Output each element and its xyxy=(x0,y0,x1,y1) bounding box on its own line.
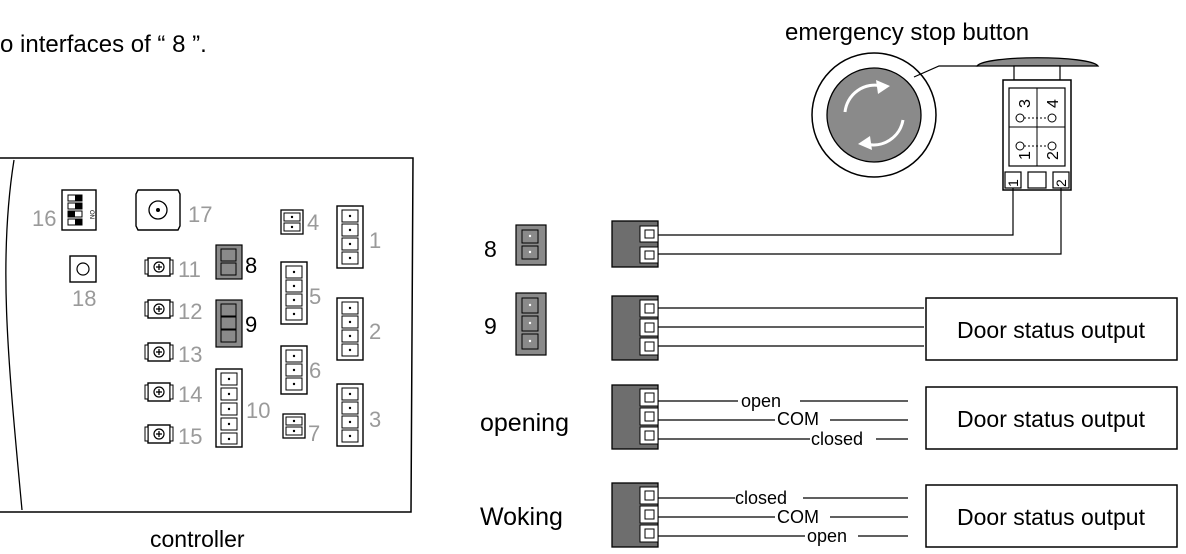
estop-terminal-1: 1 xyxy=(1005,179,1021,187)
pot-15 xyxy=(144,424,174,444)
component-number-3: 3 xyxy=(369,407,381,432)
connector-10 xyxy=(215,368,243,448)
connector-8 xyxy=(215,244,243,280)
woking-terminal-block xyxy=(611,482,659,548)
connector-3 xyxy=(336,383,364,447)
row8-connector xyxy=(515,224,547,266)
component-number-8: 8 xyxy=(245,253,257,278)
row-label-9: 9 xyxy=(484,313,497,339)
component-number-15: 15 xyxy=(178,424,202,449)
component-number-18: 18 xyxy=(72,286,96,311)
intro-text: o interfaces of “ 8 ”. xyxy=(0,31,207,58)
row-label-woking: Woking xyxy=(480,503,563,531)
row9-connector xyxy=(515,292,547,356)
component-number-14: 14 xyxy=(178,382,202,407)
estop-front-view xyxy=(811,52,978,178)
component-number-6: 6 xyxy=(309,358,321,383)
woking-wire-open-label: open xyxy=(807,526,847,546)
opening-terminal-block xyxy=(611,384,659,450)
row9-terminal-block xyxy=(611,295,659,361)
row8-wire-2 xyxy=(658,188,1062,255)
component-number-1: 1 xyxy=(369,228,381,253)
component-number-5: 5 xyxy=(309,284,321,309)
dip-switch: ON xyxy=(61,189,97,231)
woking-wire-com-label: COM xyxy=(777,507,819,527)
component-number-13: 13 xyxy=(178,342,202,367)
row9-output-label: Door status output xyxy=(957,317,1146,343)
connector-5 xyxy=(280,261,308,325)
component-number-11: 11 xyxy=(178,257,201,282)
component-number-2: 2 xyxy=(369,319,381,344)
connector-2 xyxy=(336,297,364,361)
estop-contact-3: 3 xyxy=(1017,99,1034,108)
woking-output-label: Door status output xyxy=(957,504,1146,530)
controller-caption: controller xyxy=(150,526,245,552)
opening-wire-com-label: COM xyxy=(777,409,819,429)
estop-contact-2: 2 xyxy=(1045,151,1062,160)
reset-button xyxy=(69,255,97,283)
connector-1 xyxy=(336,205,364,269)
pot-11 xyxy=(144,257,174,277)
row-label-8: 8 xyxy=(484,236,497,262)
pot-14 xyxy=(144,382,174,402)
connector-7 xyxy=(282,413,306,439)
row9-output-box xyxy=(925,297,1178,361)
component-number-4: 4 xyxy=(307,210,319,235)
estop-contact-4: 4 xyxy=(1045,99,1062,108)
component-number-9: 9 xyxy=(245,312,257,337)
pot-12 xyxy=(144,299,174,319)
component-number-10: 10 xyxy=(246,398,270,423)
opening-output-box xyxy=(925,386,1178,450)
woking-wire-closed-label: closed xyxy=(735,488,787,508)
estop-terminal-2: 2 xyxy=(1053,179,1069,187)
component-number-7: 7 xyxy=(308,421,320,446)
controller-board xyxy=(0,157,414,513)
estop-side-view: 3 4 1 2 1 2 xyxy=(975,57,1100,191)
connector-9 xyxy=(215,299,243,348)
row8-wire-1 xyxy=(658,188,1014,236)
connector-6 xyxy=(280,345,308,395)
dip-on-mark: ON xyxy=(88,210,94,219)
row-label-opening: opening xyxy=(480,409,569,437)
opening-wire-open-label: open xyxy=(741,391,781,411)
buzzer xyxy=(135,189,181,231)
opening-output-label: Door status output xyxy=(957,406,1146,432)
component-number-17: 17 xyxy=(188,202,212,227)
component-number-16: 16 xyxy=(32,206,56,231)
estop-contact-1: 1 xyxy=(1017,151,1034,160)
component-number-12: 12 xyxy=(178,299,202,324)
estop-title: emergency stop button xyxy=(785,19,1029,46)
row8-terminal-block xyxy=(611,220,659,268)
woking-output-box xyxy=(925,484,1178,548)
opening-wire-closed-label: closed xyxy=(811,429,863,449)
pot-13 xyxy=(144,342,174,362)
connector-4 xyxy=(280,209,304,235)
